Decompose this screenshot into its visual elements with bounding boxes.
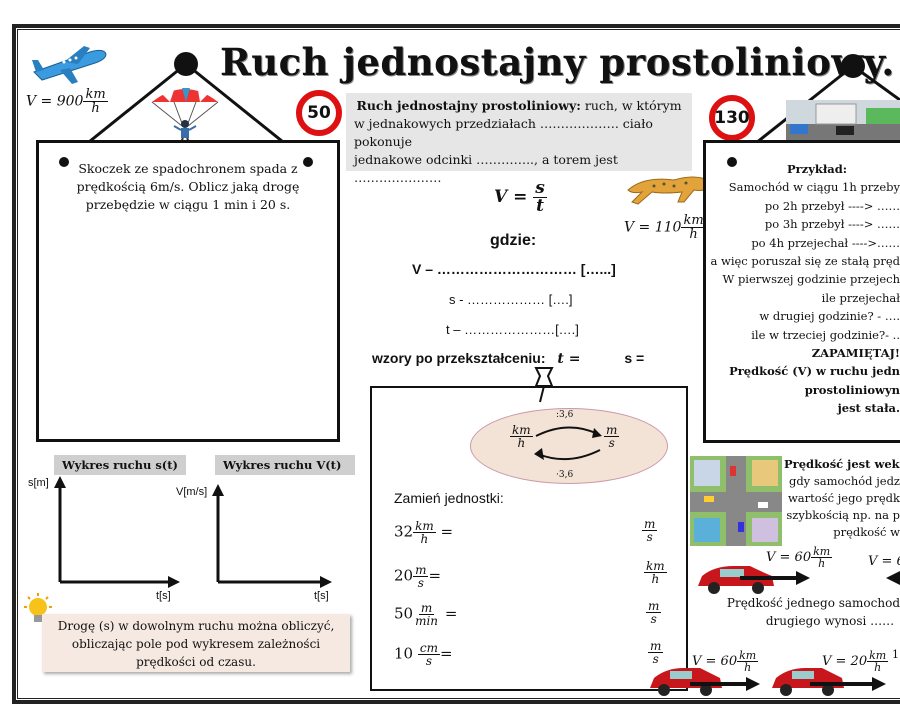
car-compare-text: Prędkość jednego samochod drugiego wynos… (726, 596, 900, 628)
example-text: Przykład: Samochód w ciągu 1h przeby po … (710, 162, 900, 416)
page-title: Ruch jednostajny prostoliniowy. (220, 40, 895, 84)
velocity-arrow (886, 571, 900, 585)
conversion-arrows (534, 426, 602, 461)
transformed-formulas: wzory po przekształceniu: t = s = (372, 350, 645, 367)
hanger-pin-right (841, 54, 865, 78)
parachute-task-box (36, 140, 340, 442)
cheetah-icon (627, 176, 721, 205)
s-graph-title: Wykres ruchu s(t) (54, 455, 186, 475)
velocity-arrow (810, 677, 886, 691)
traffic-image (786, 100, 900, 140)
velocity-arrow (690, 677, 760, 691)
red-car-icon (698, 566, 774, 594)
airplane-icon (32, 46, 107, 84)
page-frame (12, 24, 900, 704)
intersection-image (690, 456, 782, 546)
example-box (703, 140, 900, 443)
gdzie-label: gdzie: (490, 232, 537, 249)
area-note: Drogę (s) w dowolnym ruchu można obliczy… (42, 614, 350, 672)
definition-note: Ruch jednostajny prostoliniowy: ruch, w … (346, 93, 692, 185)
parachute-task-text: Skoczek ze spadochronem spada z prędkośc… (76, 161, 300, 212)
def-v: V – ………………………… […...] (412, 261, 616, 277)
hanger-pin-left (174, 52, 198, 76)
vector-text: Prędkość jest wekt gdy samochód jedz war… (784, 457, 900, 539)
def-t: t – …………………[….] (446, 322, 579, 337)
s-axis-label: s[m] (28, 477, 49, 489)
parachutist-icon (151, 88, 219, 144)
pushpin-icon (534, 367, 554, 403)
box-pin (59, 157, 69, 167)
car-speed: V = 6 (868, 554, 900, 569)
t-axis-label: t[s] (156, 590, 171, 602)
t-axis-label: t[s] (314, 590, 329, 602)
speed-sign-50: 50 (296, 90, 342, 136)
box-pin (727, 157, 737, 167)
box-pin (303, 157, 313, 167)
car-speed-suffix: 1 (892, 648, 899, 661)
multiply-label: ·3,6 (556, 470, 574, 480)
v-axis-label: V[m/s] (176, 486, 208, 498)
velocity-arrow (740, 571, 810, 585)
def-s: s - ……………… [….] (449, 292, 573, 307)
divide-label: :3,6 (556, 410, 574, 420)
v-graph-title: Wykres ruchu V(t) (215, 455, 355, 475)
speed-sign-130: 130 (709, 95, 755, 141)
lightbulb-icon (24, 593, 52, 622)
conversion-ellipse (470, 408, 668, 484)
conversion-heading: Zamień jednostki: (394, 490, 504, 506)
page-frame-inner (17, 29, 900, 699)
